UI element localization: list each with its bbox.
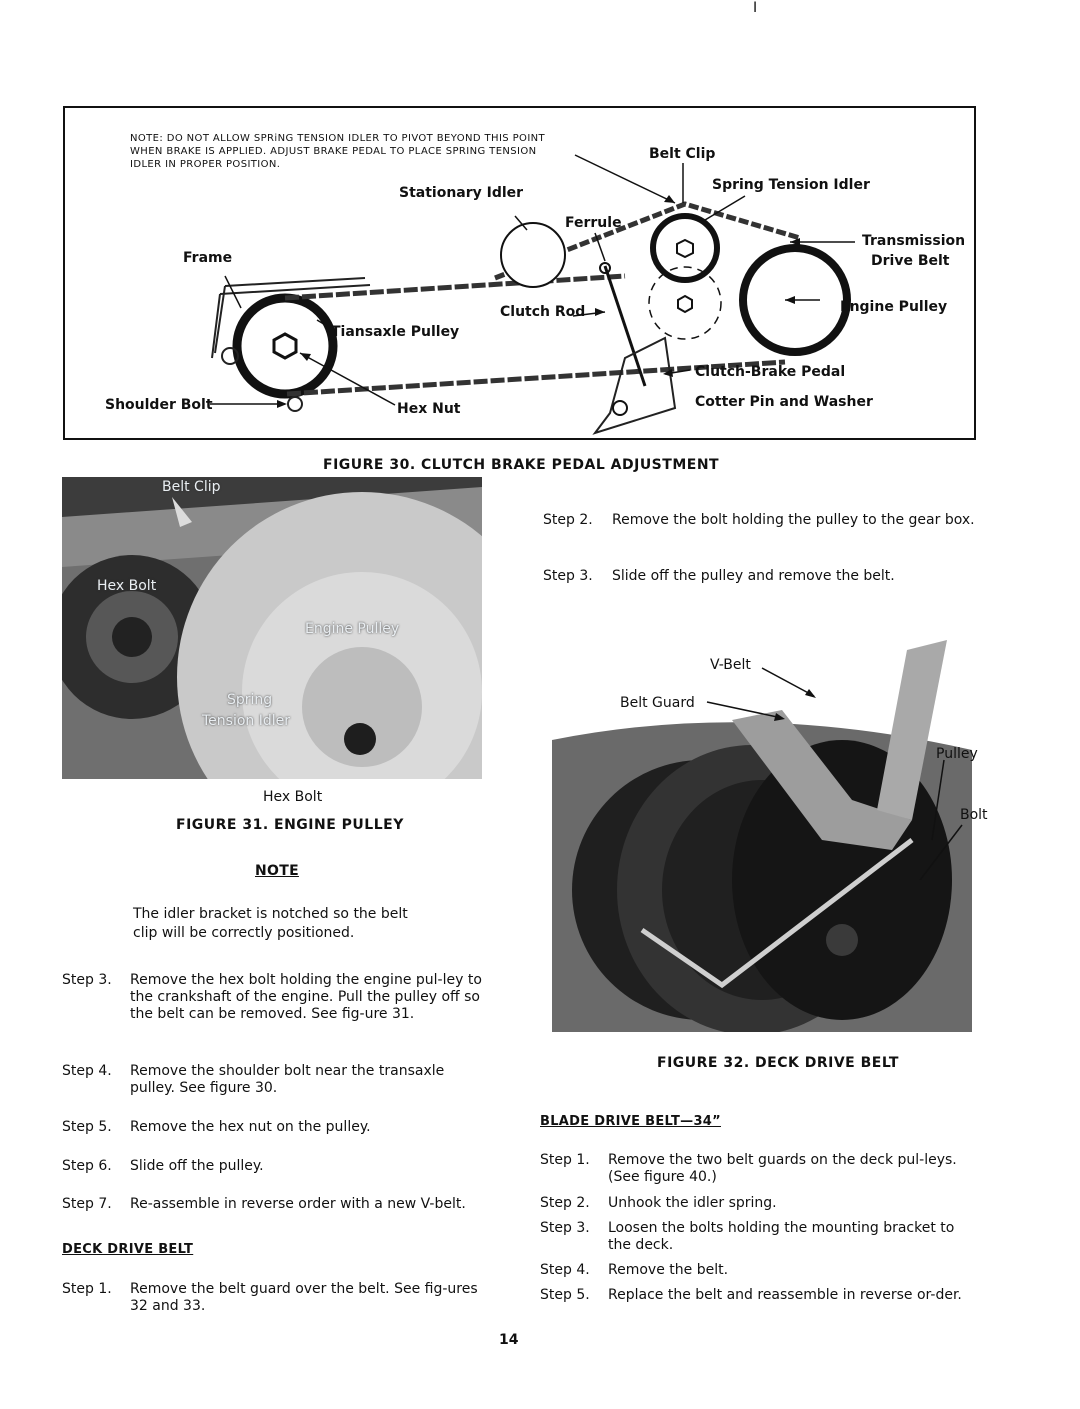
transmission-label: Transmission	[862, 233, 966, 249]
figure-30-note: NOTE: DO NOT ALLOW SPRiNG TENSION IDLER …	[130, 133, 546, 170]
step-number: Step 5.	[62, 1119, 112, 1135]
figure-32-leaders	[706, 667, 963, 880]
step-number: Step 5.	[540, 1287, 590, 1303]
hex-nut-label: Hex Nut	[397, 401, 461, 417]
step-text: Slide off the pulley and remove the belt…	[612, 568, 895, 584]
ferrule-label: Ferrule	[565, 215, 622, 231]
step-number: Step 3.	[62, 972, 112, 988]
step-text: Unhook the idler spring.	[608, 1195, 777, 1211]
figure-32-caption: FIGURE 32. DECK DRIVE BELT	[657, 1055, 899, 1071]
step-number: Step 2.	[543, 512, 593, 528]
figure-30-diagram: NOTE: DO NOT ALLOW SPRiNG TENSION IDLER …	[63, 106, 976, 440]
step-text: Re-assemble in reverse order with a new …	[130, 1196, 466, 1212]
blade-drive-heading: BLADE DRIVE BELT—34”	[540, 1114, 721, 1129]
step-number: Step 6.	[62, 1158, 112, 1174]
belt-clip-photo-label: Belt Clip	[162, 479, 221, 495]
bolt-label: Bolt	[960, 807, 988, 823]
step-number: Step 1.	[540, 1152, 590, 1168]
corner-mark: I	[753, 0, 758, 16]
cotter-pin-label: Cotter Pin and Washer	[695, 394, 873, 410]
hex-bolt-photo-label: Hex Bolt	[97, 578, 157, 594]
note-line-2: clip will be correctly positioned.	[133, 925, 355, 941]
page-number: 14	[499, 1332, 519, 1348]
clutch-diagram-drawing	[210, 154, 855, 435]
figure-31-photo: Belt Clip Hex Bolt Engine Pulley Spring …	[62, 477, 482, 779]
clutch-rod-label: Clutch Rod	[500, 304, 586, 320]
note-heading: NOTE	[255, 863, 299, 879]
clutch-brake-pedal-label: Clutch-Brake Pedal	[695, 364, 846, 380]
spring-tension-idler-label: Spring Tension Idler	[712, 177, 870, 193]
tension-idler-photo-label: Tension Idler	[202, 713, 291, 729]
step-text: Remove the belt guard over the belt. See…	[130, 1281, 478, 1314]
step-text: Remove the hex bolt holding the engine p…	[130, 972, 482, 1022]
step-number: Step 4.	[62, 1063, 112, 1079]
stationary-idler-label: Stationary Idler	[399, 185, 524, 201]
step-text: Remove the hex nut on the pulley.	[130, 1119, 371, 1135]
drive-belt-label: Drive Belt	[871, 253, 950, 269]
hex-bolt-label: Hex Bolt	[263, 789, 323, 805]
step-text: Loosen the bolts holding the mounting br…	[608, 1220, 955, 1253]
transaxle-pulley-label: Tiansaxle Pulley	[331, 324, 460, 340]
engine-pulley-label: Engine Pulley	[840, 299, 948, 315]
step-text: Replace the belt and reassemble in rever…	[608, 1287, 962, 1303]
frame-label: Frame	[183, 250, 233, 266]
figure-31-caption: FIGURE 31. ENGINE PULLEY	[176, 817, 404, 833]
shoulder-bolt-label: Shoulder Bolt	[105, 397, 213, 413]
spring-photo-label: Spring	[227, 692, 273, 708]
step-number: Step 2.	[540, 1195, 590, 1211]
v-belt-label: V-Belt	[710, 657, 751, 673]
figure-30-caption: FIGURE 30. CLUTCH BRAKE PEDAL ADJUSTMENT	[323, 457, 720, 473]
step-number: Step 7.	[62, 1196, 112, 1212]
step-text: Remove the belt.	[608, 1262, 729, 1278]
pulley-label: Pulley	[936, 746, 978, 762]
engine-pulley-photo-label: Engine Pulley	[305, 621, 400, 637]
belt-guard-label: Belt Guard	[620, 695, 695, 711]
step-text: Remove the bolt holding the pulley to th…	[612, 512, 975, 528]
step-text: Slide off the pulley.	[130, 1158, 264, 1174]
step-text: Remove the shoulder bolt near the transa…	[130, 1063, 445, 1096]
step-number: Step 3.	[543, 568, 593, 584]
note-line-1: The idler bracket is notched so the belt	[133, 906, 408, 922]
step-number: Step 4.	[540, 1262, 590, 1278]
step-number: Step 1.	[62, 1281, 112, 1297]
deck-drive-heading: DECK DRIVE BELT	[62, 1242, 194, 1257]
step-number: Step 3.	[540, 1220, 590, 1236]
step-text: Remove the two belt guards on the deck p…	[608, 1152, 957, 1185]
belt-clip-label: Belt Clip	[649, 146, 716, 162]
figure-32-photo	[552, 640, 972, 1032]
